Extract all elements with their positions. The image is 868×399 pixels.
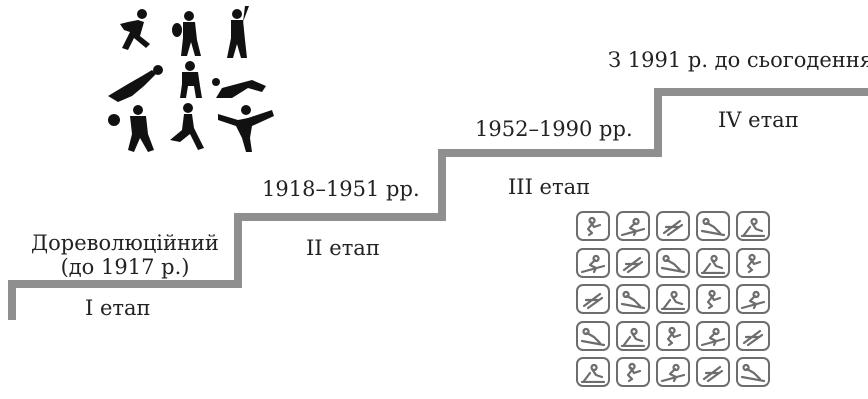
runner-icon: [120, 9, 150, 50]
rowing-icon: [736, 247, 770, 278]
stage-1-period: Дореволюційний (до 1917 р.): [20, 231, 230, 279]
badminton-icon: [736, 284, 770, 314]
stage-1-label: I етап: [85, 296, 151, 320]
ski-jump-icon: [696, 211, 730, 241]
stage-2-period: 1918–1951 рр.: [262, 177, 420, 201]
climbing-icon: [696, 320, 730, 351]
stage-2-label: II етап: [306, 236, 380, 260]
baseball-icon: [656, 357, 690, 387]
swimming-icon: [696, 247, 730, 278]
stage-1-period-line1: Дореволюційний: [31, 231, 219, 255]
hurdles-icon: [696, 357, 730, 387]
golfer-icon: [227, 6, 249, 58]
skating-icon: [576, 247, 610, 278]
diving-goalkeeper-icon: [108, 65, 163, 102]
stage-3-period: 1952–1990 рр.: [475, 117, 633, 141]
tennis-player-icon: [172, 11, 201, 56]
skiing-icon: [616, 211, 650, 241]
boxing-icon: [656, 284, 690, 314]
basketball-player-icon: [108, 105, 154, 152]
cycling-icon: [576, 320, 610, 351]
stage-4-label: IV етап: [718, 108, 799, 132]
gymnast-icon: [170, 103, 204, 150]
skiing-downhill-icon: [576, 357, 610, 387]
luge-icon: [736, 211, 770, 241]
stage-3-label: III етап: [508, 175, 591, 199]
sports-pictogram-grid: [576, 211, 776, 399]
cartwheel-gymnast-icon: [218, 105, 274, 152]
running-icon: [656, 320, 690, 351]
judo-icon: [656, 247, 690, 278]
gymnastics-icon: [616, 320, 650, 351]
diving-icon: [696, 284, 730, 314]
stage-4-period: З 1991 р. до сьогодення: [608, 48, 868, 72]
wrestling-icon: [576, 284, 610, 314]
wrestling-pair-icon: [616, 284, 650, 314]
athlete-silhouettes: [108, 6, 274, 152]
volleyball-player-icon: [212, 78, 266, 98]
archery-icon: [616, 247, 650, 278]
skiing-cross-icon: [736, 357, 770, 387]
bobsleigh-icon: [656, 211, 690, 241]
fencing-icon: [736, 320, 770, 351]
stair-line: [8, 88, 868, 320]
rugby-icon: [616, 357, 650, 387]
crouching-sprinter-icon: [180, 61, 202, 98]
taekwondo-icon: [576, 211, 610, 241]
stage-1-period-line2: (до 1917 р.): [60, 255, 190, 279]
